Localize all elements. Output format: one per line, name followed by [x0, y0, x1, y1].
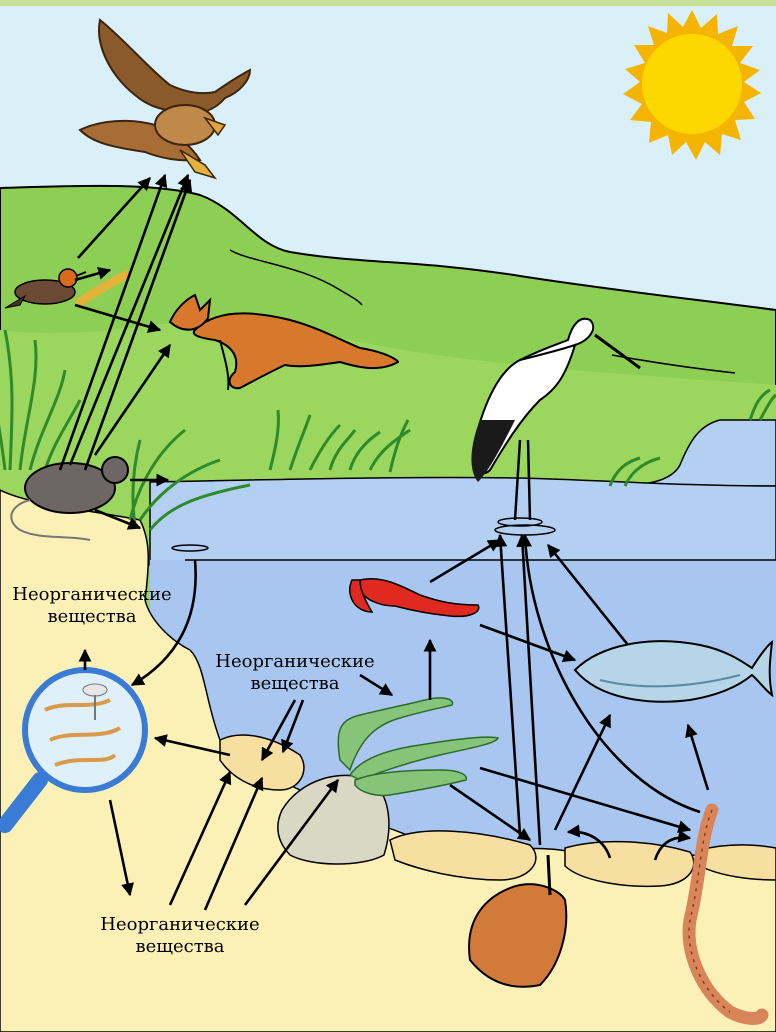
top-strip [0, 0, 776, 6]
label-line: вещества [47, 606, 136, 627]
label-line: Неорганические [215, 651, 374, 672]
water-surface [150, 477, 776, 565]
label-line: вещества [250, 673, 339, 694]
label-line: вещества [135, 936, 224, 957]
label-line: Неорганические [100, 914, 259, 935]
label-line: Неорганические [12, 584, 171, 605]
